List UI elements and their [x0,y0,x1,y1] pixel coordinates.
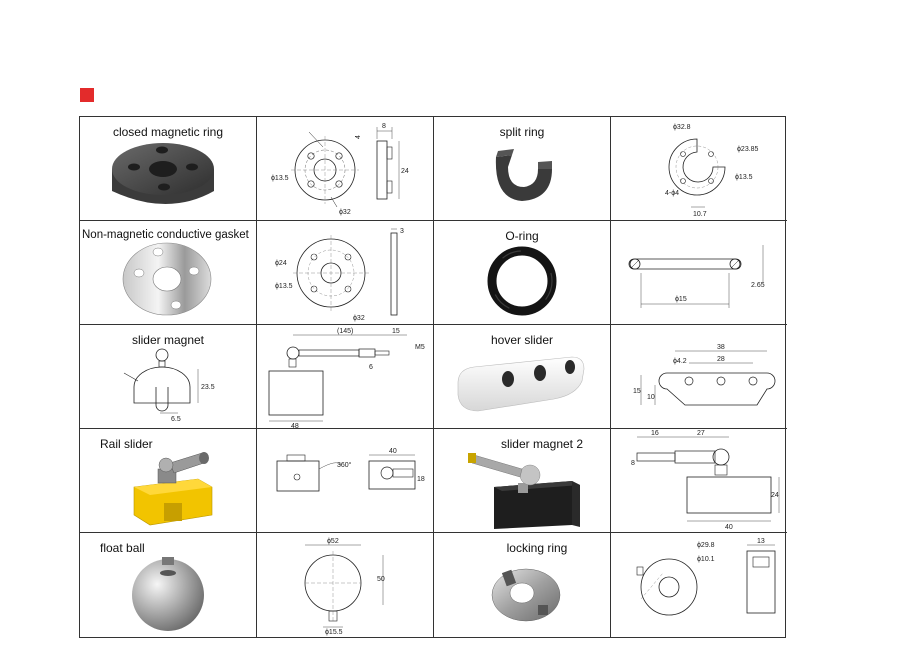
product-label: locking ring [506,541,568,555]
dim-label: 15 [633,388,641,395]
dim-label: 2.65 [751,282,765,289]
dim-label: ϕ13.5 [735,174,753,181]
dim-label: 23.5 [201,384,215,391]
cell-oring-drawing: ϕ15 2.65 [611,221,787,325]
cell-slider-magnet-drawing: (145) 15 M5 6 48 [257,325,434,429]
gasket-image [122,242,212,316]
cell-split-ring: split ring [434,117,611,221]
dim-label: 24 [401,168,409,175]
closed-ring-image [112,143,214,204]
dim-label: (145) [337,328,353,335]
dim-label: ϕ32 [353,315,365,322]
product-label: Non-magnetic conductive gasket [82,229,249,241]
rail-slider-drawing: 360° 40 18 [276,448,425,492]
dim-label: 8 [631,460,635,467]
cell-rail-slider: Rail slider [80,429,257,533]
section-marker [80,88,94,102]
cell-closed-ring-drawing: 8 4 24 ϕ13.5 ϕ32 [257,117,434,221]
oring-image [487,246,557,316]
product-label: split ring [499,125,545,139]
dim-label: 8 [382,123,386,130]
dim-label: ϕ24 [275,260,287,267]
dim-label: ϕ15.5 [325,629,343,636]
dim-label: 48 [291,423,299,429]
cell-rail-slider-drawing: 360° 40 18 [257,429,434,533]
gasket-drawing: ϕ24 ϕ13.5 ϕ32 3 [275,228,404,322]
cell-float-ball: float ball [80,533,257,637]
split-ring-image [495,149,552,201]
dim-label: 28 [717,356,725,363]
cell-split-ring-drawing: ϕ32.8 ϕ23.85 ϕ13.5 4-ϕ4 10.7 [611,117,787,221]
dim-label: 16 [651,430,659,437]
product-table: closed magnetic ring [79,116,787,638]
cell-oring: O-ring [434,221,611,325]
dim-label: ϕ15 [675,296,687,303]
cell-gasket: Non-magnetic conductive gasket [80,221,257,325]
dim-label: ϕ13.5 [275,283,293,290]
dim-label: ϕ10.1 [697,556,715,563]
dim-label: ϕ32.8 [673,124,691,131]
float-ball-drawing: ϕ52 50 ϕ15.5 [304,538,385,636]
locking-ring-image [491,568,561,622]
dim-label: 40 [389,448,397,455]
cell-hover-slider-drawing: 38 28 ϕ4.2 15 10 [611,325,787,429]
product-label: Rail slider [100,437,153,451]
product-label: slider magnet [131,333,205,347]
dim-label: 50 [377,576,385,583]
product-label: float ball [100,541,145,555]
dim-label: 13 [757,538,765,545]
cell-locking-ring-drawing: ϕ29.8 ϕ10.1 13 [611,533,787,637]
dim-label: 40 [725,524,733,531]
product-label: O-ring [505,229,539,243]
slider-magnet-2-image [468,453,580,529]
cell-gasket-drawing: ϕ24 ϕ13.5 ϕ32 3 [257,221,434,325]
dim-label: 6.5 [171,416,181,423]
dim-label: 18 [417,476,425,483]
dim-label: ϕ29.8 [697,542,715,549]
dim-label: ϕ23.85 [737,146,759,153]
dim-label: 10 [647,394,655,401]
dim-label: ϕ32 [339,209,351,216]
hover-slider-drawing: 38 28 ϕ4.2 15 10 [633,344,776,406]
cell-float-ball-drawing: ϕ52 50 ϕ15.5 [257,533,434,637]
cell-slider-magnet-2-drawing: 16 27 8 24 40 [611,429,787,533]
dim-label: 24 [771,492,779,499]
locking-ring-drawing: ϕ29.8 ϕ10.1 13 [636,538,776,616]
float-ball-image [132,557,204,631]
dim-label: M5 [415,344,425,351]
dim-label: 4-ϕ4 [665,190,679,197]
dim-label: ϕ52 [327,538,339,545]
split-ring-drawing: ϕ32.8 ϕ23.85 ϕ13.5 4-ϕ4 10.7 [665,124,759,218]
slider-magnet-2-drawing: 16 27 8 24 40 [631,430,780,531]
cell-locking-ring: locking ring [434,533,611,637]
dim-label: 15 [392,328,400,335]
dim-label: 38 [717,344,725,351]
hover-slider-image [457,356,585,412]
closed-ring-drawing: 8 4 24 ϕ13.5 ϕ32 [271,123,409,216]
rail-slider-image [133,452,213,526]
dim-label: 4 [355,135,362,139]
dim-label: ϕ4.2 [673,358,687,365]
product-label: hover slider [490,333,554,347]
product-label: closed magnetic ring [112,125,224,139]
cell-slider-magnet: slider magnet 23.5 6.5 [80,325,257,429]
dim-label: 360° [337,461,352,469]
product-label: slider magnet 2 [500,437,584,451]
oring-drawing: ϕ15 2.65 [628,245,765,308]
dim-label: 3 [400,228,404,235]
dim-label: 27 [697,430,705,437]
dim-label: 6 [369,364,373,371]
slider-magnet-image: 23.5 6.5 [123,348,215,423]
cell-hover-slider: hover slider [434,325,611,429]
cell-closed-magnetic-ring: closed magnetic ring [80,117,257,221]
dim-label: ϕ13.5 [271,175,289,182]
cell-slider-magnet-2: slider magnet 2 [434,429,611,533]
slider-magnet-drawing: (145) 15 M5 6 48 [268,328,425,429]
dim-label: 10.7 [693,211,707,218]
